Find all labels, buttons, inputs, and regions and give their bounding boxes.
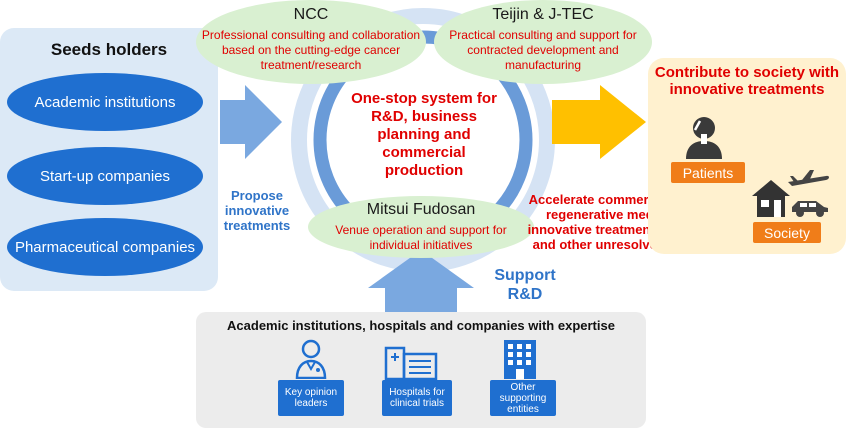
support-arrow (368, 250, 474, 312)
expertise-title: Academic institutions, hospitals and com… (227, 318, 615, 333)
teijin-text: Practical consulting and support for con… (449, 28, 637, 72)
hospital-icon (384, 346, 438, 380)
plane-icon (788, 170, 829, 186)
doctor-icon (295, 339, 327, 379)
other-entities-box: Other supporting entities (490, 380, 556, 416)
car-icon (792, 201, 828, 217)
contribute-panel (648, 58, 846, 254)
house-icon (752, 180, 790, 217)
ncc-title: NCC (293, 6, 329, 23)
key-opinion-leaders-box: Key opinion leaders (278, 380, 344, 416)
ncc-text: Professional consulting and collaboratio… (201, 28, 421, 72)
propose-arrow (220, 85, 282, 159)
society-tag: Society (753, 222, 821, 243)
hospitals-box: Hospitals for clinical trials (382, 380, 452, 416)
propose-label: Propose innovative treatments (223, 188, 291, 233)
patient-icon (686, 117, 722, 159)
teijin-oval (434, 0, 652, 84)
seeds-title: Seeds holders (50, 40, 168, 59)
mitsui-title: Mitsui Fudosan (366, 201, 476, 218)
seed-pharma: Pharmaceutical companies (7, 218, 203, 276)
mitsui-text: Venue operation and support for individu… (335, 223, 507, 252)
ncc-oval (196, 0, 426, 84)
one-stop-text: One-stop system for R&D, business planni… (351, 90, 497, 179)
patients-tag: Patients (671, 162, 745, 183)
contribute-arrow (552, 85, 646, 159)
contribute-title: Contribute to society with innovative tr… (654, 64, 840, 98)
seed-startup: Start-up companies (7, 147, 203, 205)
building-icon (504, 340, 536, 379)
teijin-title: Teijin & J-TEC (492, 6, 594, 23)
mitsui-oval (308, 196, 534, 258)
seed-academic: Academic institutions (7, 73, 203, 131)
support-label: Support R&D (494, 267, 556, 303)
